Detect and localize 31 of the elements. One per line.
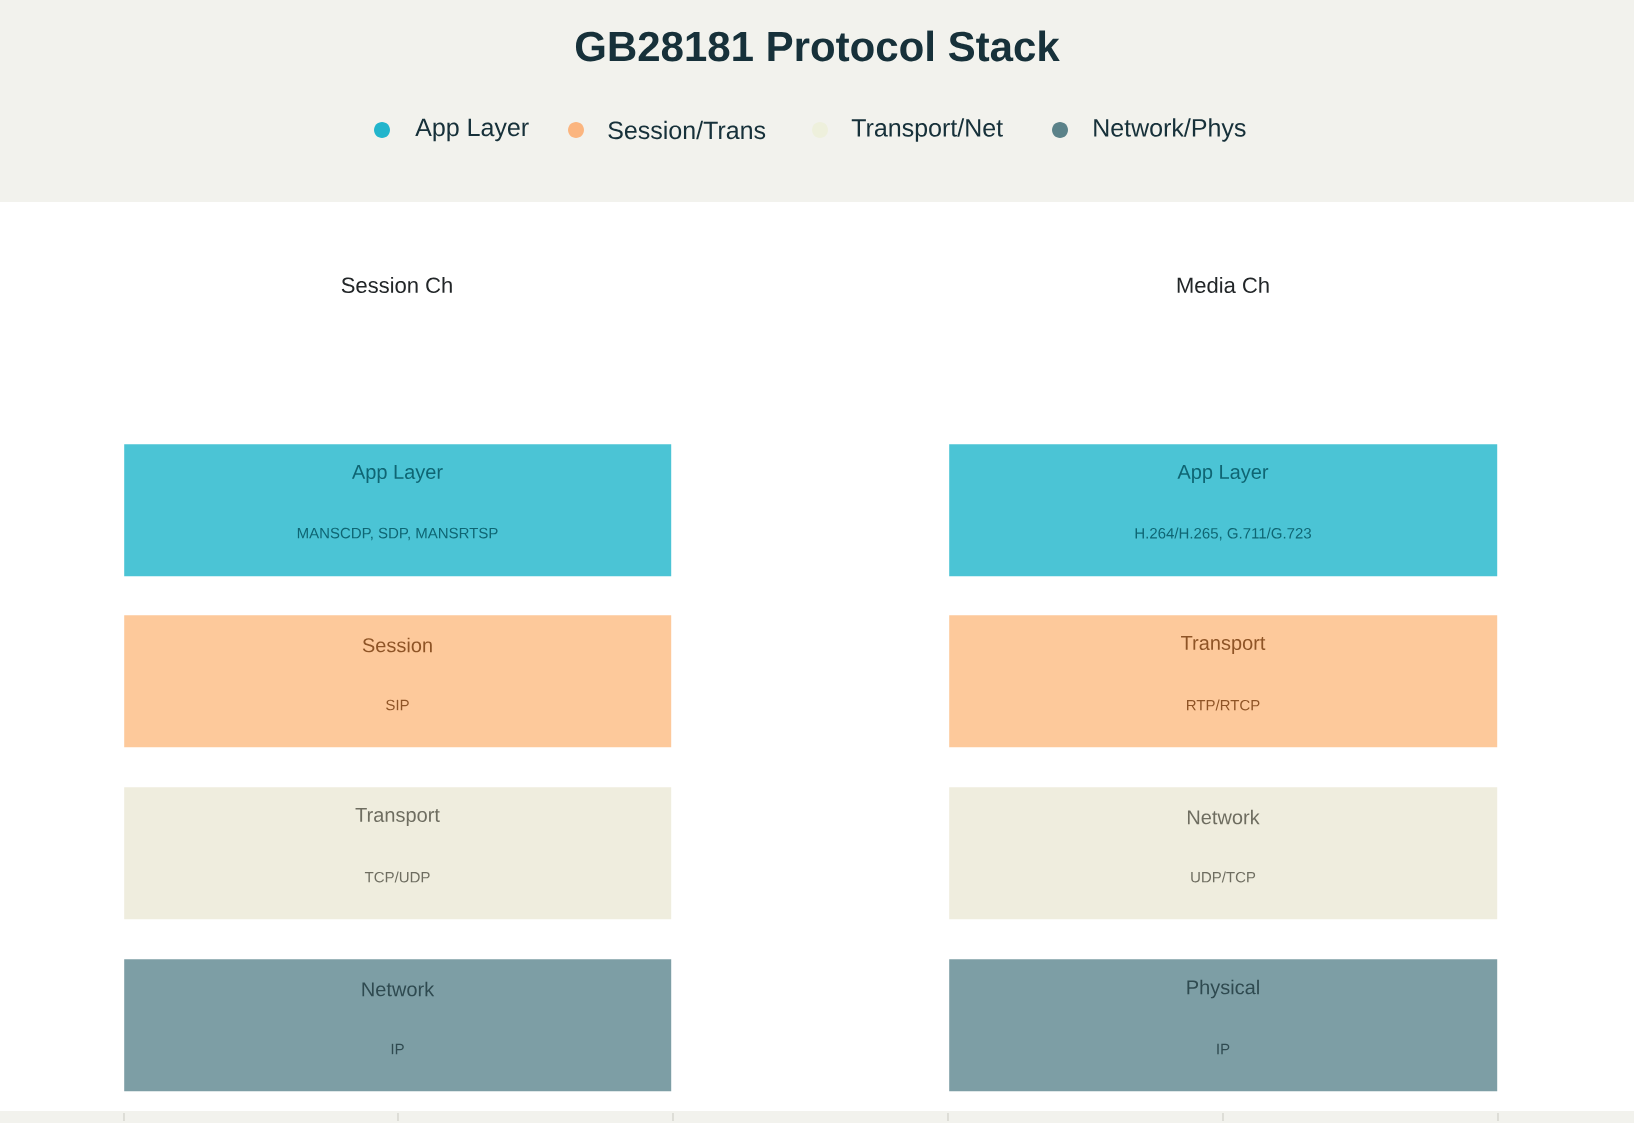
layer-box bbox=[124, 787, 672, 920]
protocol-list: SIP bbox=[386, 699, 409, 711]
layer-box bbox=[949, 444, 1498, 577]
layer-box bbox=[949, 787, 1498, 920]
protocol-list: UDP/TCP bbox=[1191, 871, 1256, 883]
layer-title: App Layer bbox=[1177, 465, 1269, 483]
protocol-list: RTP/RTCP bbox=[1187, 699, 1260, 711]
protocol-list: IP bbox=[1217, 1043, 1230, 1055]
layer-box bbox=[949, 615, 1498, 748]
layer-title: Session bbox=[362, 637, 432, 653]
title: GB28181 Protocol Stack bbox=[575, 30, 1060, 62]
layer-box bbox=[124, 615, 672, 748]
layer-box bbox=[949, 959, 1498, 1092]
protocol-list: TCP/UDP bbox=[364, 871, 430, 883]
legend-label: Transport/Net bbox=[851, 118, 1003, 142]
layer-title: Physical bbox=[1187, 979, 1259, 999]
protocol-list: H.264/H.265, G.711/G.723 bbox=[1135, 527, 1311, 541]
layer-title: Network bbox=[1188, 809, 1260, 825]
legend-label: Network/Phys bbox=[1094, 118, 1246, 142]
layer-title: Transport bbox=[355, 808, 440, 826]
protocol-list: IP bbox=[391, 1043, 404, 1055]
layer-title: Transport bbox=[1181, 636, 1266, 654]
column-heading: Media Ch bbox=[1177, 276, 1269, 294]
legend-label: Session/Trans bbox=[608, 120, 766, 140]
layer-box bbox=[124, 444, 672, 577]
column-heading: Session Ch bbox=[341, 276, 452, 294]
layer-title: Network bbox=[362, 981, 435, 997]
layer-box bbox=[124, 959, 672, 1092]
protocol-list: MANSCDP, SDP, MANSRTSP bbox=[297, 527, 498, 541]
legend-label: App Layer bbox=[415, 118, 529, 142]
layer-title: App Layer bbox=[351, 465, 443, 483]
